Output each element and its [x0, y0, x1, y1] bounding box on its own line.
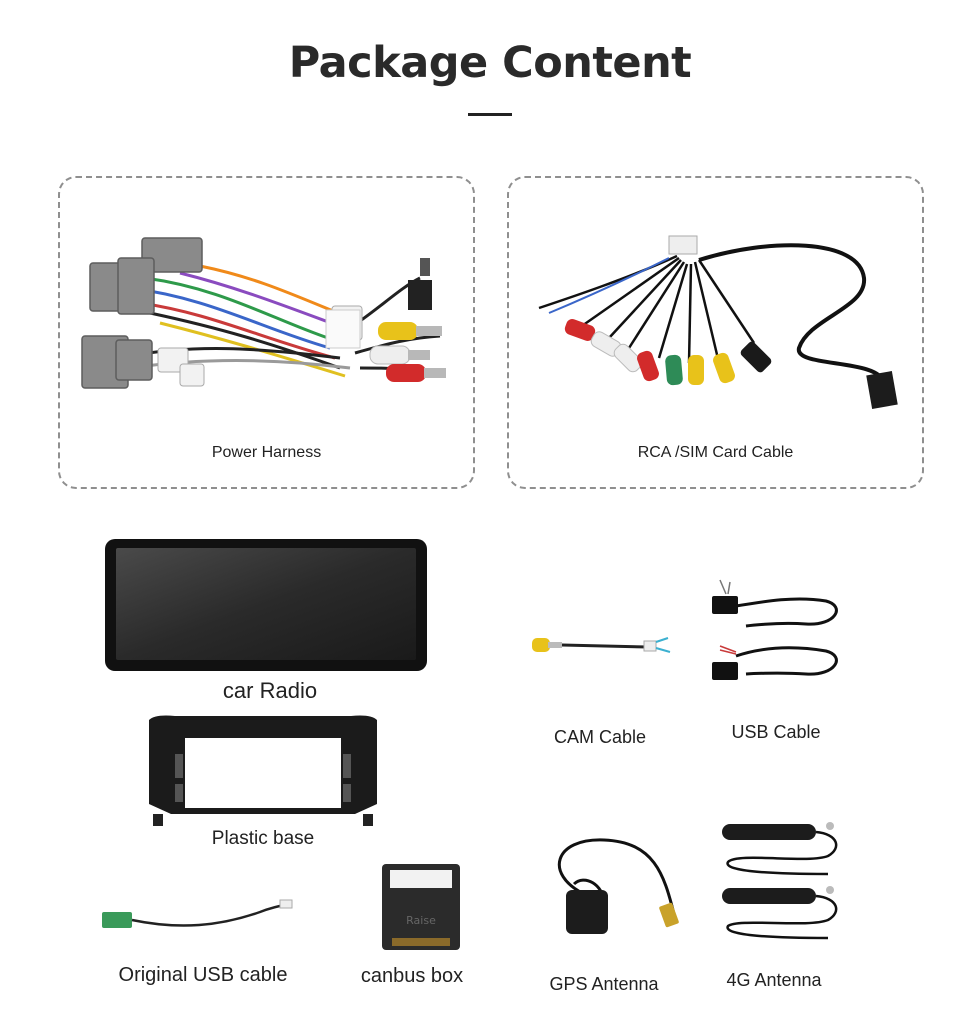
usb-cable-image [712, 579, 838, 680]
original-usb-cable-label: Original USB cable [118, 964, 288, 986]
cam-cable-label: CAM Cable [553, 727, 647, 747]
power-harness-card: Power Harness [58, 176, 475, 489]
antenna-4g-label: 4G Antenna [726, 970, 822, 990]
cam-cable-image [532, 637, 671, 653]
canbus-box-image: Raise [382, 864, 460, 950]
title-divider [468, 113, 512, 116]
page-title: Package Content [288, 38, 692, 88]
car-radio-image [105, 539, 427, 671]
gps-antenna-label: GPS Antenna [549, 974, 659, 994]
power-harness-label: Power Harness [211, 444, 322, 461]
antenna-4g-image [722, 822, 838, 940]
rca-sim-cable-card: RCA /SIM Card Cable [507, 176, 924, 489]
plastic-base-label: Plastic base [211, 828, 315, 849]
plastic-base-image [149, 715, 377, 826]
car-radio-label: car Radio [222, 678, 318, 703]
gps-antenna-image [557, 838, 679, 934]
canbus-box-brand: Raise [406, 914, 436, 927]
canbus-box-label: canbus box [360, 965, 464, 987]
original-usb-cable-image [102, 899, 293, 928]
rca-sim-cable-label: RCA /SIM Card Cable [637, 444, 794, 461]
rca-sim-cable-image [538, 235, 898, 409]
usb-cable-label: USB Cable [731, 722, 821, 742]
power-harness-image [81, 237, 446, 389]
